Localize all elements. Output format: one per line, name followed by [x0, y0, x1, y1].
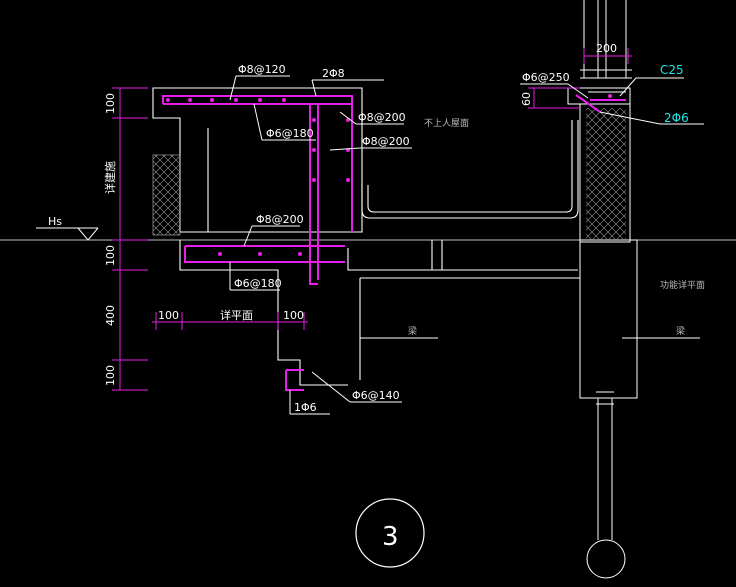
label-rebar-phi8-120: Φ8@120: [238, 63, 286, 76]
label-beam-right: 梁: [676, 325, 685, 337]
label-rebar-2phi8: 2Φ8: [322, 67, 345, 80]
label-rebar-phi6-250: Φ6@250: [522, 71, 570, 84]
label-dim-200: 200: [596, 42, 617, 55]
section-outline: [152, 87, 580, 386]
label-dim-100-bottom: 100: [104, 365, 117, 386]
label-rebar-phi6-140: Φ6@140: [352, 389, 400, 402]
concrete-infill-hatch: [586, 108, 626, 240]
dimension-top-right: [528, 48, 632, 109]
label-dim-find-plan-2: 详平面: [220, 308, 253, 322]
label-roof-note: 不上人屋面: [424, 118, 469, 129]
label-dim-100-left: 100: [158, 309, 179, 322]
insulation-hatch: [152, 154, 181, 236]
parapet-cap: [567, 87, 631, 105]
leader-lines: [229, 75, 704, 415]
label-floor-note: 功能详平面: [660, 279, 705, 291]
label-section-number: 3: [382, 522, 399, 552]
label-rebar-phi8-200-a: Φ8@200: [358, 111, 406, 124]
section-number-bubble: [355, 498, 425, 568]
label-beam-left: 梁: [408, 325, 417, 337]
label-rebar-phi6-180-b: Φ6@180: [234, 277, 282, 290]
label-concrete-c25: C25: [660, 63, 684, 77]
label-dim-400: 400: [104, 305, 117, 326]
grid-bubble: [586, 539, 626, 579]
label-dim-find-plan: 详建施: [103, 161, 117, 194]
right-column: [579, 0, 638, 540]
label-rebar-phi8-200-b: Φ8@200: [362, 135, 410, 148]
dimension-bottom: [152, 312, 308, 330]
elevation-marker: [36, 227, 99, 241]
rebar-lines: [162, 94, 626, 391]
label-dim-100-mid: 100: [104, 245, 117, 266]
label-rebar-2phi6: 2Φ6: [664, 111, 689, 125]
label-dim-100-top: 100: [104, 93, 117, 114]
label-rebar-phi8-200-c: Φ8@200: [256, 213, 304, 226]
dimension-left: [112, 87, 148, 391]
label-rebar-phi6-180-a: Φ6@180: [266, 127, 314, 140]
label-elevation-hs: Hs: [48, 215, 62, 228]
label-rebar-1phi6: 1Φ6: [294, 401, 317, 414]
label-dim-60: 60: [520, 92, 533, 106]
label-dim-100-right: 100: [283, 309, 304, 322]
